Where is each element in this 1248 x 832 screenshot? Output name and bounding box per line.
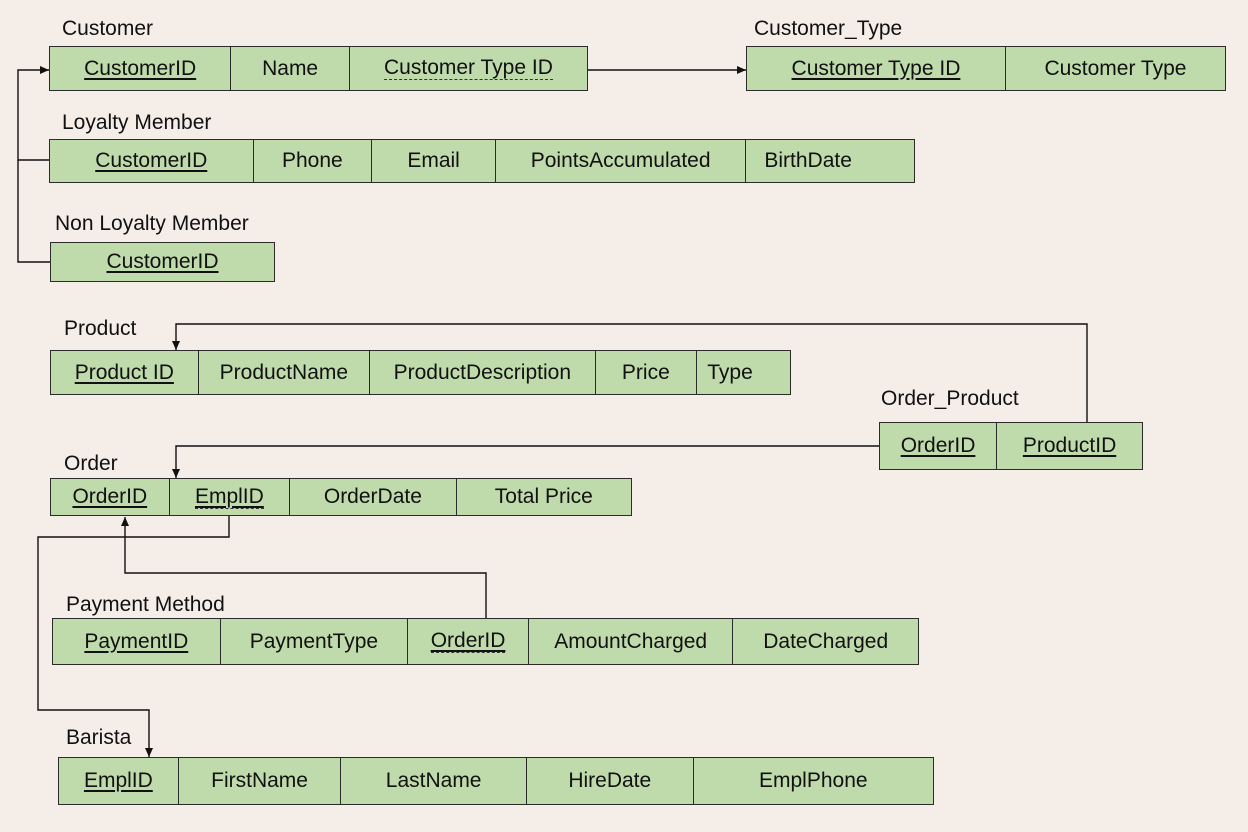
payment-col-paymentid: PaymentID <box>53 619 221 664</box>
product-col-product-id: Product ID <box>51 351 199 394</box>
barista-table: EmplID FirstName LastName HireDate EmplP… <box>58 757 934 805</box>
non-loyalty-member-title: Non Loyalty Member <box>55 212 249 235</box>
payment-method-table: PaymentID PaymentType OrderID AmountChar… <box>52 618 919 665</box>
customer-col-customer-type-id: Customer Type ID <box>384 56 553 80</box>
customer-title: Customer <box>62 17 154 40</box>
product-col-type: Type <box>707 360 753 384</box>
loyalty-col-phone: Phone <box>254 140 373 182</box>
order-title: Order <box>64 452 118 475</box>
barista-col-lastname: LastName <box>341 758 527 804</box>
customer-col-name: Name <box>231 47 350 90</box>
loyalty-col-birthdate: BirthDate <box>764 149 852 172</box>
product-table: Product ID ProductName ProductDescriptio… <box>50 350 791 395</box>
barista-col-emplid: EmplID <box>59 758 179 804</box>
barista-col-hiredate: HireDate <box>527 758 694 804</box>
order-product-table: OrderID ProductID <box>879 422 1143 470</box>
customer-type-table: Customer Type ID Customer Type <box>746 46 1226 91</box>
payment-col-amountcharged: AmountCharged <box>529 619 734 664</box>
connector-orderproduct-to-order <box>172 445 879 478</box>
loyalty-col-customerid: CustomerID <box>50 140 254 182</box>
product-col-productdescription: ProductDescription <box>370 351 596 394</box>
customer-type-title: Customer_Type <box>754 17 903 40</box>
order-col-orderid: OrderID <box>51 479 170 515</box>
order-product-title: Order_Product <box>881 387 1019 410</box>
payment-col-datecharged: DateCharged <box>763 629 889 653</box>
payment-col-orderid: OrderID <box>408 619 529 664</box>
payment-method-title: Payment Method <box>66 593 225 616</box>
loyalty-col-email: Email <box>372 140 496 182</box>
payment-col-paymenttype: PaymentType <box>221 619 409 664</box>
loyalty-member-title: Loyalty Member <box>62 111 212 134</box>
order-col-orderdate: OrderDate <box>290 479 457 515</box>
product-title: Product <box>64 317 137 340</box>
loyalty-member-table: CustomerID Phone Email PointsAccumulated… <box>49 139 915 183</box>
order-product-col-orderid: OrderID <box>880 423 998 469</box>
connector-nonloyalty-to-customer <box>17 160 50 263</box>
product-col-productname: ProductName <box>199 351 371 394</box>
non-loyalty-col-customerid: CustomerID <box>106 250 219 273</box>
non-loyalty-member-table: CustomerID <box>50 242 275 282</box>
customer-col-customerid: CustomerID <box>50 47 232 90</box>
order-col-emplid: EmplID <box>170 479 291 515</box>
order-col-total-price: Total Price <box>494 485 593 508</box>
customer-type-col-customer-type: Customer Type <box>1044 56 1187 80</box>
barista-col-emplphone: EmplPhone <box>759 769 868 792</box>
loyalty-col-pointsaccumulated: PointsAccumulated <box>496 140 747 182</box>
customer-table: CustomerID Name Customer Type ID <box>49 46 588 91</box>
barista-col-firstname: FirstName <box>179 758 342 804</box>
customer-type-col-customer-type-id: Customer Type ID <box>747 47 1006 90</box>
order-table: OrderID EmplID OrderDate Total Price <box>50 478 632 516</box>
barista-title: Barista <box>66 726 132 749</box>
connector-loyalty-to-customer <box>17 66 50 161</box>
order-product-col-productid: ProductID <box>1022 434 1117 457</box>
product-col-price: Price <box>596 351 698 394</box>
